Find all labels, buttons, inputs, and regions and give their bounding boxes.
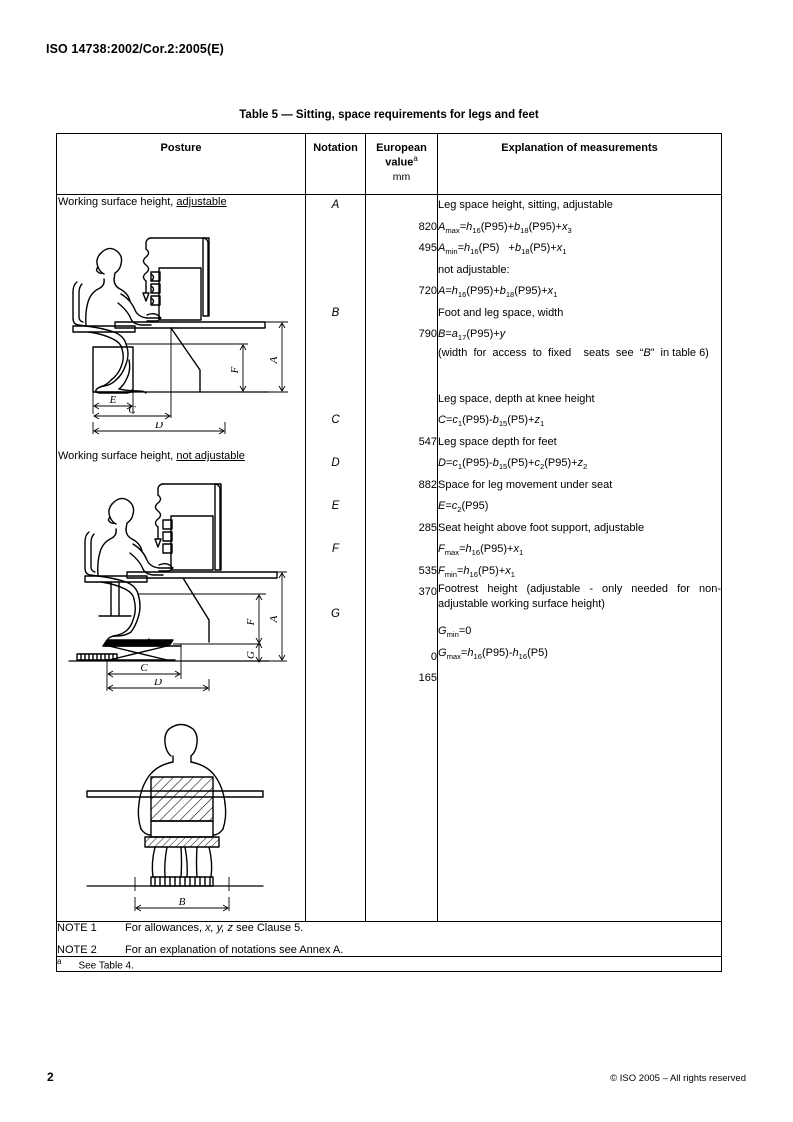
posture-cell: Working surface height, adjustable <box>56 194 306 922</box>
figure-1-title-text: Working surface height, <box>58 196 177 208</box>
column-header-value-line2: value <box>385 156 414 169</box>
notation-E: E <box>331 500 340 512</box>
note-2: NOTE 2 For an explanation of notations se… <box>57 944 721 956</box>
value-E: 285 <box>418 521 437 534</box>
explanation-cell: Leg space height, sitting, adjustable Am… <box>437 194 722 922</box>
table-caption: Table 5 — Sitting, space requirements fo… <box>239 109 539 121</box>
figure-2-label-A: A <box>268 615 280 623</box>
label-not-adjustable: not adjustable: <box>438 263 510 276</box>
figure-2-title-text: Working surface height, <box>58 450 177 462</box>
copyright-notice: © ISO 2005 – All rights reserved <box>610 1073 746 1084</box>
figure-3-front-view <box>85 723 264 891</box>
footnote-cell: a See Table 4. <box>56 955 722 973</box>
footnote-marker-a: a <box>413 154 418 163</box>
value-C: 547 <box>418 435 437 448</box>
column-header-explanation: Explanation of measurements <box>437 133 722 195</box>
figure-1-label-C: C <box>128 404 136 416</box>
formula-F-max: Fmax=h16(P95)+x1 <box>438 543 524 557</box>
formula-G-max: Gmax=h16(P95)-h16(P5) <box>438 646 548 661</box>
column-header-value-line1: European <box>376 142 427 154</box>
formula-A: A=h16(P95)+b18(P95)+x1 <box>438 285 558 299</box>
figure-1-title: Working surface height, adjustable <box>58 196 305 208</box>
figure-1-title-emphasis: adjustable <box>176 196 227 208</box>
figure-1-label-A: A <box>268 356 280 364</box>
note-1: NOTE 1 For allowances, x, y, z see Clause… <box>57 922 721 934</box>
formula-B: B=a17(P95)+y <box>438 328 506 342</box>
column-header-posture: Posture <box>56 133 306 195</box>
figure-1-sitting-adjustable: A F E C <box>71 237 288 420</box>
figure-2-label-G: G <box>245 651 257 659</box>
table-body-row: Working surface height, adjustable <box>56 194 722 922</box>
explanation-E-title: Space for leg movement under seat <box>438 478 613 491</box>
explanation-D-title: Leg space depth for feet <box>438 435 557 448</box>
note-2-label: NOTE 2 <box>57 944 97 956</box>
value-D: 882 <box>418 478 437 491</box>
explanation-G-title: Footrest height (adjustable - only neede… <box>438 583 721 610</box>
explanation-B-title: Foot and leg space, width <box>438 306 564 319</box>
formula-C: C=c1(P95)-b15(P5)+z1 <box>438 414 545 428</box>
formula-E: E=c2(P95) <box>438 500 489 514</box>
figure-3-dimension-B: B <box>134 897 229 912</box>
figure-2-title-emphasis: not adjustable <box>176 450 245 462</box>
figure-2-label-C: C <box>140 662 148 674</box>
formula-G-min: Gmin=0 <box>438 625 472 639</box>
explanation-F-title: Seat height above foot support, adjustab… <box>438 521 645 534</box>
explanation-B-note: (width for access to fixed seats see “B”… <box>438 346 709 359</box>
figure-2-dimension-D: D <box>106 679 209 692</box>
note-1-text-post: see Clause 5. <box>233 922 304 934</box>
notation-C: C <box>331 414 340 426</box>
formula-D: D=c1(P95)-b15(P5)+c2(P95)+z2 <box>438 457 588 471</box>
figure-3-label-B: B <box>178 897 185 908</box>
notation-F: F <box>331 543 340 555</box>
notation-A: A <box>331 199 340 211</box>
footnote-row: a See Table 4. <box>56 955 722 973</box>
value-A-min: 495 <box>418 242 437 254</box>
figure-2-label-D: D <box>153 679 162 688</box>
footnote-text: See Table 4. <box>78 960 134 972</box>
notes-row: NOTE 1 For allowances, x, y, z see Clause… <box>56 921 722 957</box>
figure-1-label-E: E <box>108 394 116 406</box>
page-number: 2 <box>47 1070 54 1084</box>
notation-G: G <box>331 607 340 620</box>
value-cell: 820 495 720 790 547 882 285 535 <box>365 194 438 922</box>
explanation-A-title: Leg space height, sitting, adjustable <box>438 199 613 211</box>
note-2-text-pre: For an explanation of notations see Anne… <box>125 944 344 956</box>
note-1-label: NOTE 1 <box>57 922 97 934</box>
explanation-C-title: Leg space, depth at knee height <box>438 392 595 405</box>
value-G-min: 0 <box>430 650 437 663</box>
table-header-row: Posture Notation European valuea mm Expl… <box>56 133 722 195</box>
value-B: 790 <box>418 328 437 340</box>
figure-1-label-D: D <box>154 422 163 431</box>
notes-cell: NOTE 1 For allowances, x, y, z see Clause… <box>56 921 722 957</box>
figure-2-label-F: F <box>245 618 257 626</box>
value-G-max: 165 <box>418 672 437 684</box>
formula-A-max: Amax=h16(P95)+b18(P95)+x3 <box>438 220 572 235</box>
figure-1-dimension-D: D <box>92 422 225 435</box>
running-head: ISO 14738:2002/Cor.2:2005(E) <box>46 42 224 56</box>
table-5: Posture Notation European valuea mm Expl… <box>56 133 722 973</box>
column-header-value: European valuea mm <box>365 133 438 195</box>
figure-2-sitting-not-adjustable: A F G C <box>67 483 287 679</box>
notation-cell: A B C D E F <box>305 194 366 922</box>
column-header-value-unit: mm <box>392 170 411 183</box>
figure-2-title: Working surface height, not adjustable <box>58 450 305 462</box>
notation-B: B <box>331 306 340 319</box>
column-header-notation: Notation <box>305 133 366 195</box>
notation-D: D <box>331 457 340 469</box>
footnote-marker: a <box>57 957 62 966</box>
note-1-italics: x, y, z <box>205 922 234 934</box>
formula-F-min: Fmin=h16(P5)+x1 <box>438 564 515 579</box>
value-A-not-adjustable: 720 <box>418 285 437 297</box>
formula-A-min: Amin=h16(P5) +b18(P5)+x1 <box>438 242 567 256</box>
value-F-min: 370 <box>418 586 437 598</box>
figure-1-label-F: F <box>229 366 241 374</box>
value-F-max: 535 <box>418 564 437 577</box>
note-1-text-pre: For allowances, <box>125 922 206 934</box>
value-A-max: 820 <box>418 220 437 233</box>
